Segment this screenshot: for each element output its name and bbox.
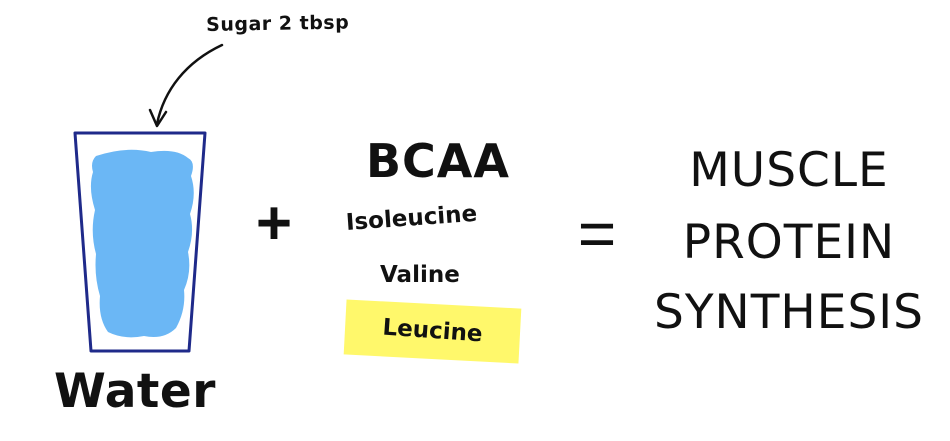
water-glass-icon	[73, 131, 207, 353]
water-label: Water	[54, 364, 216, 419]
bcaa-item-valine: Valine	[380, 262, 460, 288]
sugar-annotation-label: Sugar 2 tbsp	[206, 11, 350, 36]
water-fill	[90, 149, 194, 338]
bcaa-title: BCAA	[365, 134, 511, 188]
result-line-protein: PROTEIN	[682, 215, 896, 270]
bcaa-item-isoleucine: Isoleucine	[345, 200, 478, 236]
result-line-muscle: MUSCLE	[689, 143, 889, 198]
equals-operator: =	[577, 196, 617, 270]
result-line-synthesis: SYNTHESIS	[654, 285, 924, 340]
glass-outline	[73, 131, 207, 353]
plus-operator: +	[255, 189, 293, 258]
